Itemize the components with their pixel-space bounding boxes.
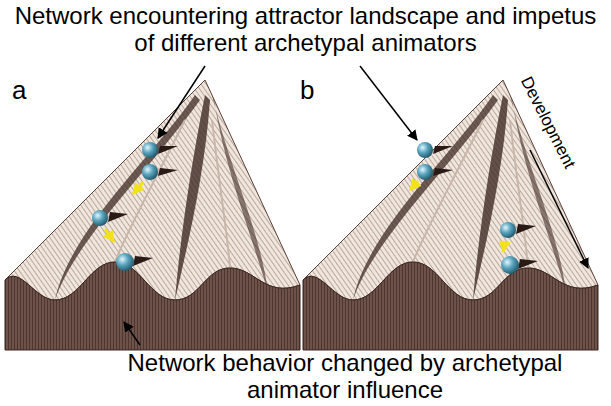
leader-arrow <box>360 66 417 140</box>
panel-label: b <box>300 76 314 104</box>
caption: Network behavior changed by archetypal a… <box>95 349 595 403</box>
leader-arrow <box>158 66 205 138</box>
panel-label: a <box>12 76 26 104</box>
ball <box>410 142 538 274</box>
ball <box>92 142 178 271</box>
title: Network encountering attractor landscape… <box>5 2 606 56</box>
leader-arrow <box>124 322 140 345</box>
development-arrow <box>530 150 588 268</box>
